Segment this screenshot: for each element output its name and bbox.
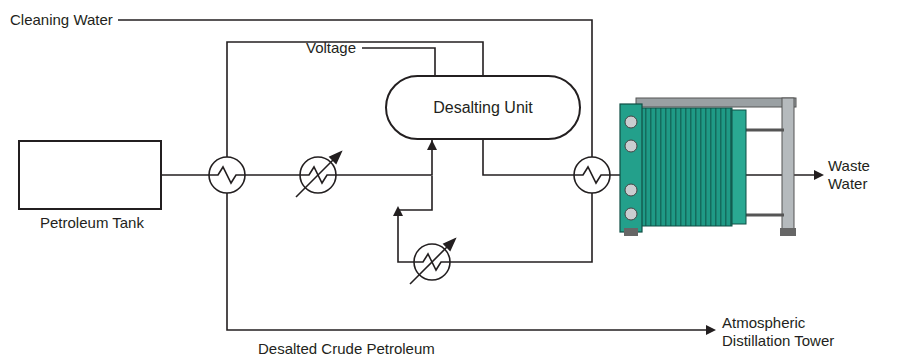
water-line [398, 176, 432, 210]
heat-exchanger-symbol [574, 157, 610, 193]
feed-line [162, 140, 437, 175]
water-line [398, 214, 414, 262]
stream-label: Waste Water [828, 157, 888, 193]
voltage-line [362, 48, 435, 75]
water-line [450, 193, 592, 262]
arrowhead [393, 206, 403, 216]
heat-exchanger-symbol [209, 157, 245, 193]
signal-label: Voltage [306, 39, 356, 57]
cleaning-water-line [118, 20, 592, 157]
crude-line [227, 193, 708, 330]
heater-symbol [296, 152, 341, 197]
arrowhead [427, 140, 437, 150]
stream-label: Cleaning Water [10, 11, 113, 29]
waste-line [483, 140, 574, 175]
arrowhead [706, 325, 716, 335]
destination-label: Atmospheric Distillation Tower [722, 314, 862, 350]
tank-box: Petroleum Tank [18, 140, 162, 210]
desalting-unit: Desalting Unit [385, 75, 581, 140]
heater-symbol [410, 239, 455, 284]
node-label: Desalting Unit [427, 98, 539, 117]
plate-heat-exchanger [620, 98, 796, 236]
node-label: Petroleum Tank [0, 214, 184, 232]
stream-label: Desalted Crude Petroleum [258, 340, 435, 358]
arrowhead [814, 170, 824, 180]
